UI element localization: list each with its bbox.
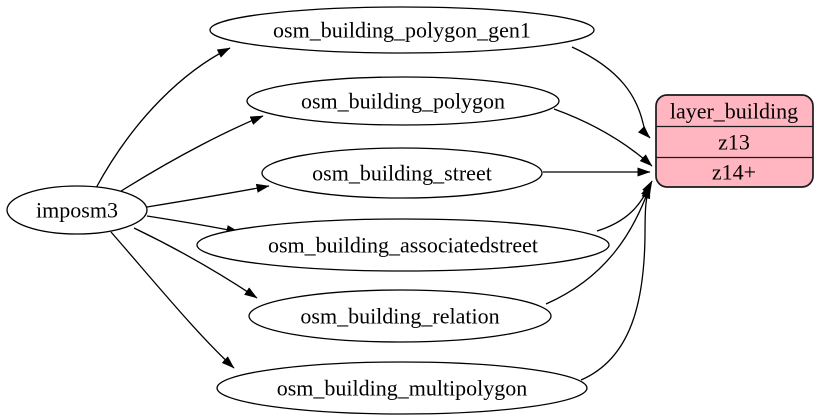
osm-building-polygon-ellipse — [246, 76, 560, 126]
osm-building-associatedstreet-label: osm_building_associatedstreet — [268, 233, 538, 258]
edge-osm-building-polygon-gen1-to-z13 — [571, 46, 651, 139]
osm-building-street-ellipse — [261, 147, 543, 199]
edge-layer — [95, 46, 653, 381]
layer-building-box — [655, 94, 814, 188]
osm-building-street-label: osm_building_street — [312, 161, 492, 186]
osm-building-multipolygon-ellipse — [216, 361, 588, 415]
layer-building-row-z14: z14+ — [712, 160, 756, 185]
osm-building-polygon-gen1-label: osm_building_polygon_gen1 — [273, 18, 531, 43]
imposm3-label: imposm3 — [36, 198, 118, 223]
layer-building-row-z13: z13 — [718, 130, 750, 155]
imposm3-ellipse — [6, 185, 148, 235]
osm-building-associatedstreet-ellipse — [196, 218, 610, 272]
node-osm-building-relation: osm_building_relation — [248, 289, 552, 343]
node-osm-building-polygon: osm_building_polygon — [246, 76, 560, 126]
edge-imposm3-to-osm-building-polygon — [117, 115, 264, 194]
edge-imposm3-to-osm-building-multipolygon — [110, 231, 235, 369]
node-osm-building-street: osm_building_street — [261, 147, 543, 199]
edge-osm-building-polygon-to-z14 — [553, 108, 653, 167]
node-osm-building-polygon-gen1: osm_building_polygon_gen1 — [209, 6, 595, 54]
node-osm-building-associatedstreet: osm_building_associatedstreet — [196, 218, 610, 272]
node-layer-building: layer_building z13 z14+ — [655, 94, 814, 188]
osm-building-multipolygon-label: osm_building_multipolygon — [277, 376, 528, 401]
osm-building-polygon-gen1-ellipse — [209, 6, 595, 54]
layer-building-title: layer_building — [670, 99, 798, 124]
edge-osm-building-relation-to-z14 — [545, 185, 651, 305]
osm-building-relation-ellipse — [248, 289, 552, 343]
osm-building-polygon-label: osm_building_polygon — [301, 89, 505, 114]
edge-imposm3-to-osm-building-polygon-gen1 — [95, 47, 231, 189]
node-imposm3: imposm3 — [6, 185, 148, 235]
osm-building-relation-label: osm_building_relation — [300, 304, 499, 329]
edge-imposm3-to-osm-building-street — [146, 183, 270, 208]
edge-imposm3-to-osm-building-relation — [133, 227, 258, 299]
edge-osm-building-multipolygon-to-z14 — [580, 180, 653, 381]
edge-imposm3-to-osm-building-associatedstreet — [146, 215, 240, 234]
node-osm-building-multipolygon: osm_building_multipolygon — [216, 361, 588, 415]
